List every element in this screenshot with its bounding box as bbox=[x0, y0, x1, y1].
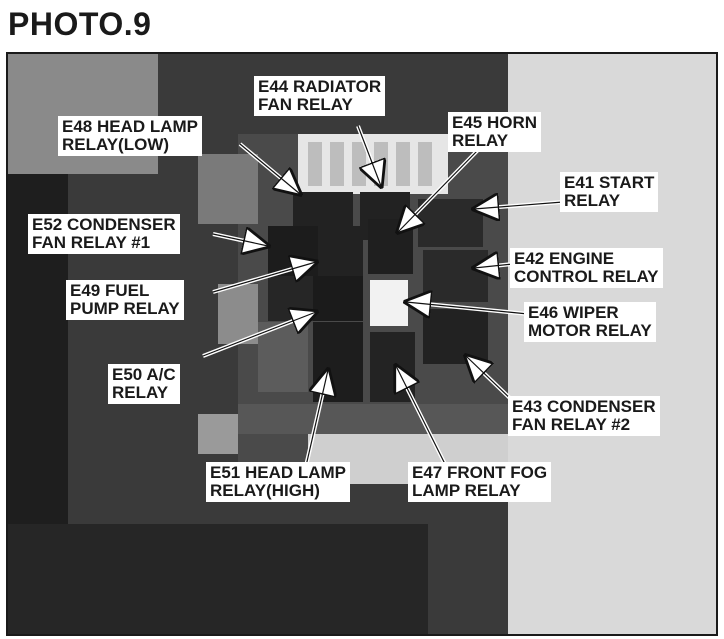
label-e51-head-lamp-relay-high: E51 HEAD LAMP RELAY(HIGH) bbox=[206, 462, 351, 502]
label-e44-radiator-fan-relay: E44 RADIATOR FAN RELAY bbox=[254, 76, 386, 116]
label-e43-condenser-fan-relay-2: E43 CONDENSER FAN RELAY #2 bbox=[508, 396, 660, 436]
label-e46-wiper-motor-relay: E46 WIPER MOTOR RELAY bbox=[524, 302, 656, 342]
label-e42-engine-control-relay: E42 ENGINE CONTROL RELAY bbox=[510, 248, 663, 288]
label-e41-start-relay: E41 START RELAY bbox=[560, 172, 659, 212]
label-e48-head-lamp-relay-low: E48 HEAD LAMP RELAY(LOW) bbox=[58, 116, 203, 156]
label-e49-fuel-pump-relay: E49 FUEL PUMP RELAY bbox=[66, 280, 184, 320]
relay-box-photo: E44 RADIATOR FAN RELAY E48 HEAD LAMP REL… bbox=[6, 52, 718, 636]
photo-title: PHOTO.9 bbox=[8, 6, 152, 42]
label-e52-condenser-fan-relay-1: E52 CONDENSER FAN RELAY #1 bbox=[28, 214, 180, 254]
label-e47-front-fog-lamp-relay: E47 FRONT FOG LAMP RELAY bbox=[408, 462, 552, 502]
label-e50-ac-relay: E50 A/C RELAY bbox=[108, 364, 180, 404]
label-e45-horn-relay: E45 HORN RELAY bbox=[448, 112, 542, 152]
